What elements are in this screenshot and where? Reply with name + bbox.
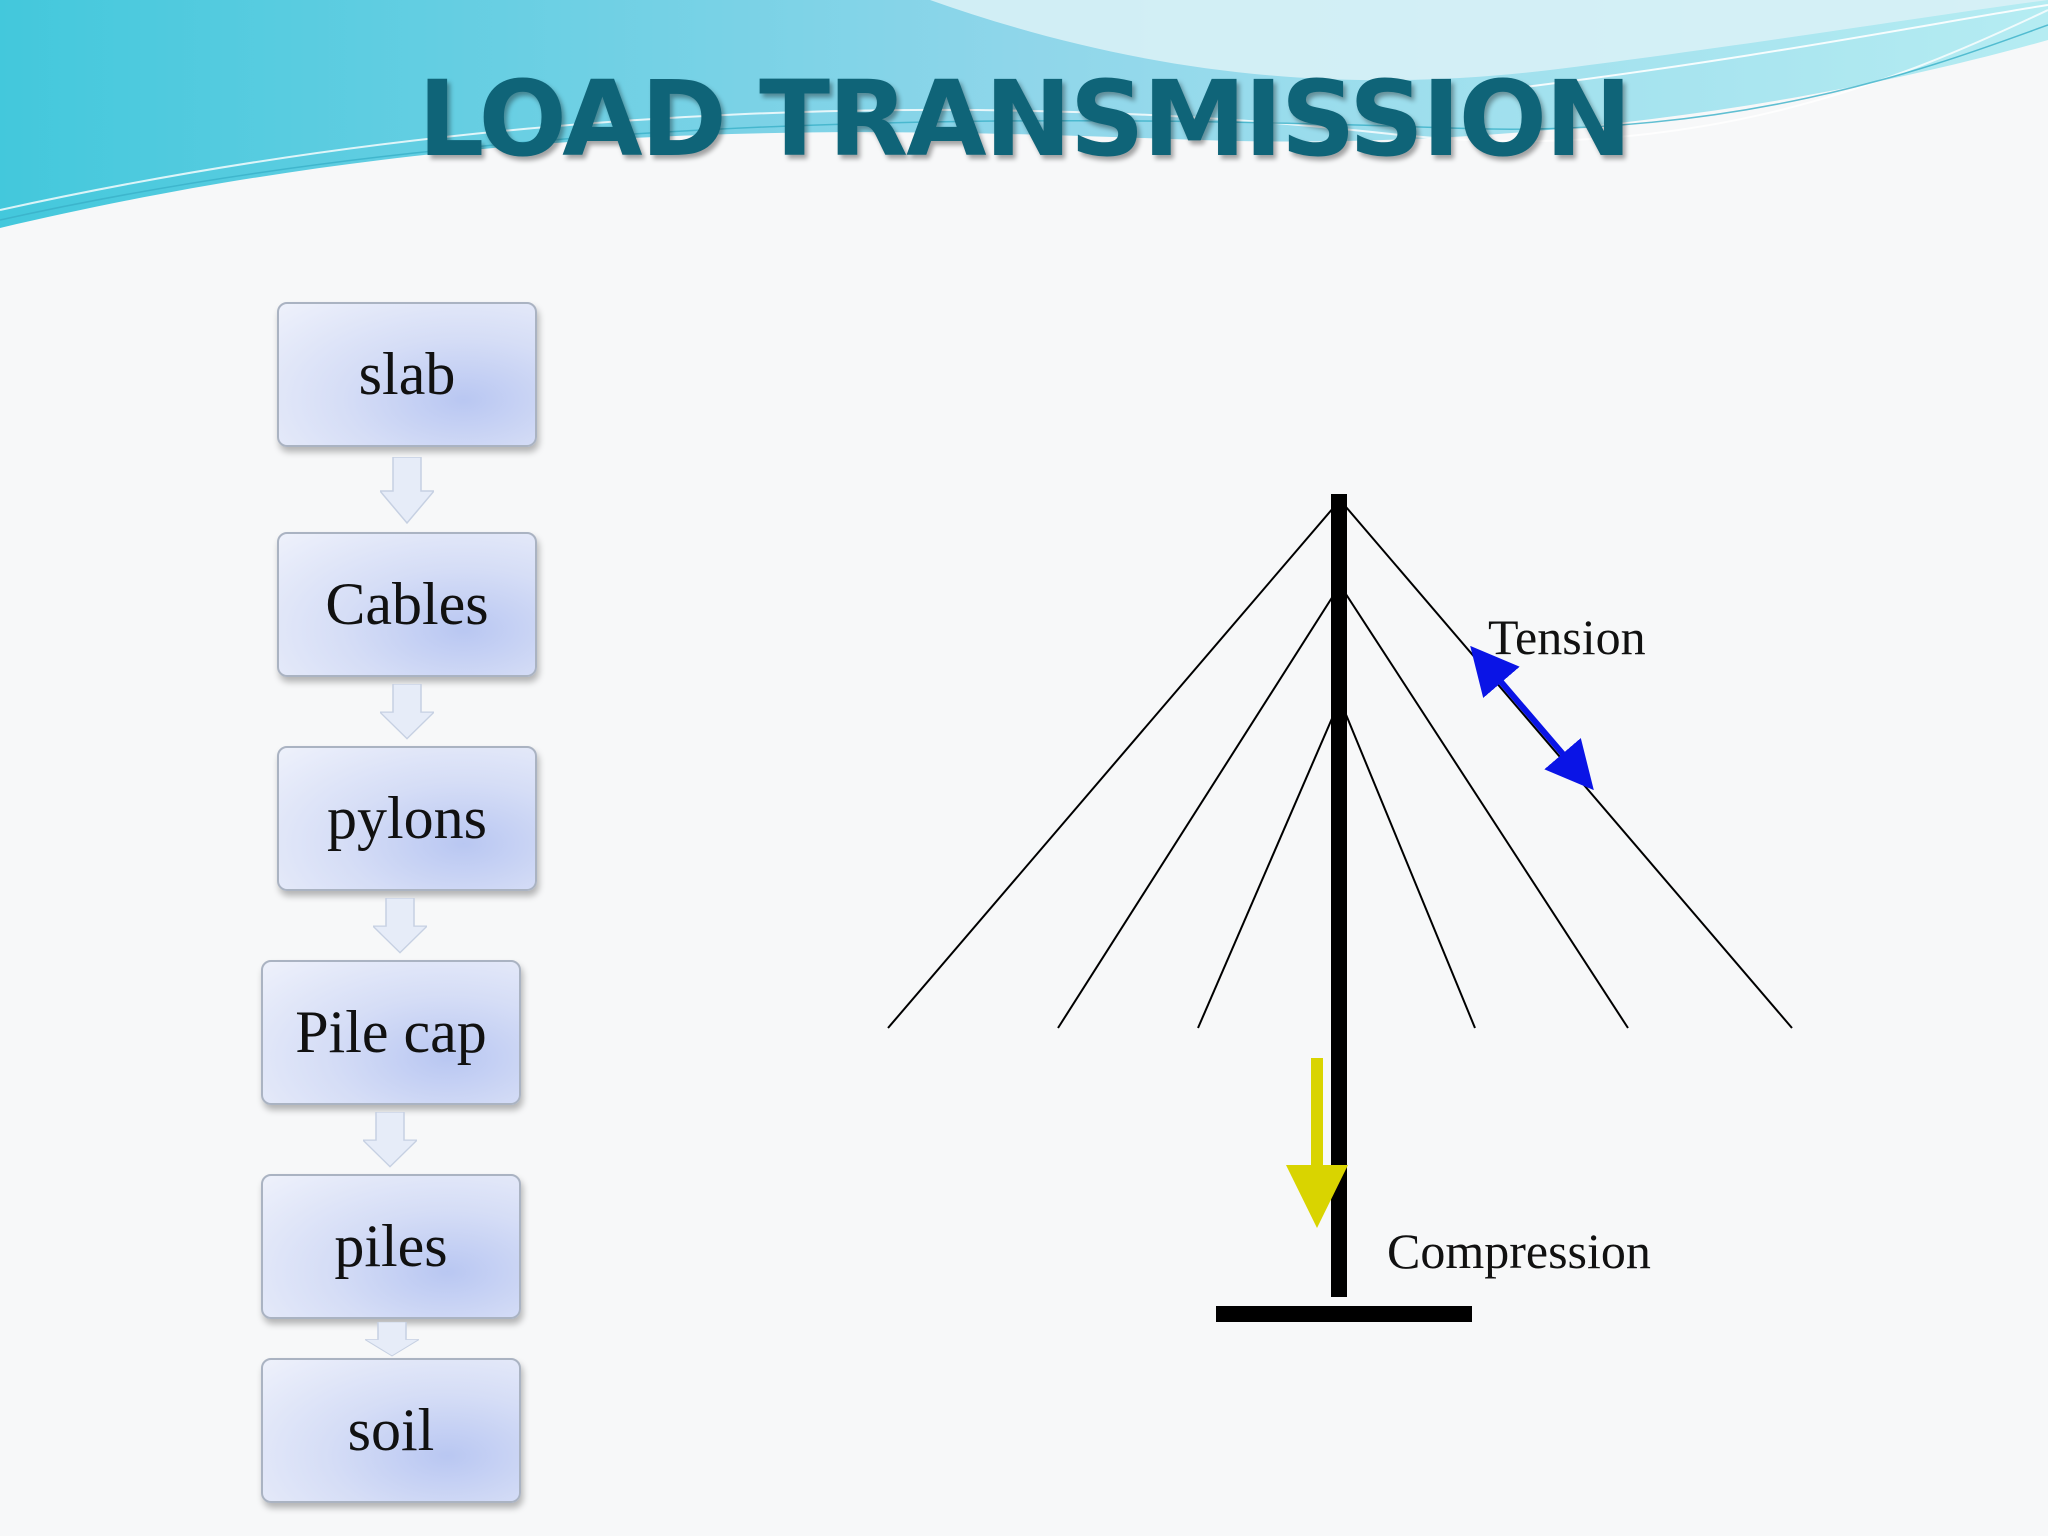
down-arrow-icon xyxy=(380,457,434,525)
pylon-mast xyxy=(1331,494,1347,1297)
cable-line xyxy=(1339,699,1476,1029)
pylon-base xyxy=(1216,1306,1472,1322)
tension-label: Tension xyxy=(1488,609,1646,665)
page-title: LOAD TRANSMISSION xyxy=(417,58,1632,180)
cable-line xyxy=(1339,584,1629,1029)
flow-box-soil: soil xyxy=(261,1358,521,1503)
cable-line xyxy=(887,499,1341,1029)
flow-box-label: Pile cap xyxy=(295,999,487,1065)
down-arrow-icon xyxy=(373,898,427,954)
down-arrow-icon xyxy=(380,684,434,740)
flow-box-label: piles xyxy=(334,1213,448,1279)
cable-line xyxy=(1057,584,1341,1029)
compression-arrow-icon xyxy=(1286,1058,1348,1228)
flow-box-cables: Cables xyxy=(277,532,537,677)
tension-arrow-icon xyxy=(1470,645,1594,791)
down-arrow-icon xyxy=(365,1322,419,1357)
cable-line xyxy=(1339,499,1793,1029)
flow-box-pile-cap: Pile cap xyxy=(261,960,521,1105)
flow-box-pylons: pylons xyxy=(277,746,537,891)
flow-box-label: pylons xyxy=(326,785,488,851)
flow-box-label: soil xyxy=(347,1397,435,1463)
flow-box-slab: slab xyxy=(277,302,537,447)
compression-label: Compression xyxy=(1387,1223,1651,1279)
flow-box-label: slab xyxy=(358,341,456,407)
flow-box-piles: piles xyxy=(261,1174,521,1319)
flow-box-label: Cables xyxy=(325,571,489,637)
cable-line xyxy=(1197,699,1341,1029)
header-wave-background xyxy=(0,0,2048,228)
down-arrow-icon xyxy=(363,1112,417,1168)
